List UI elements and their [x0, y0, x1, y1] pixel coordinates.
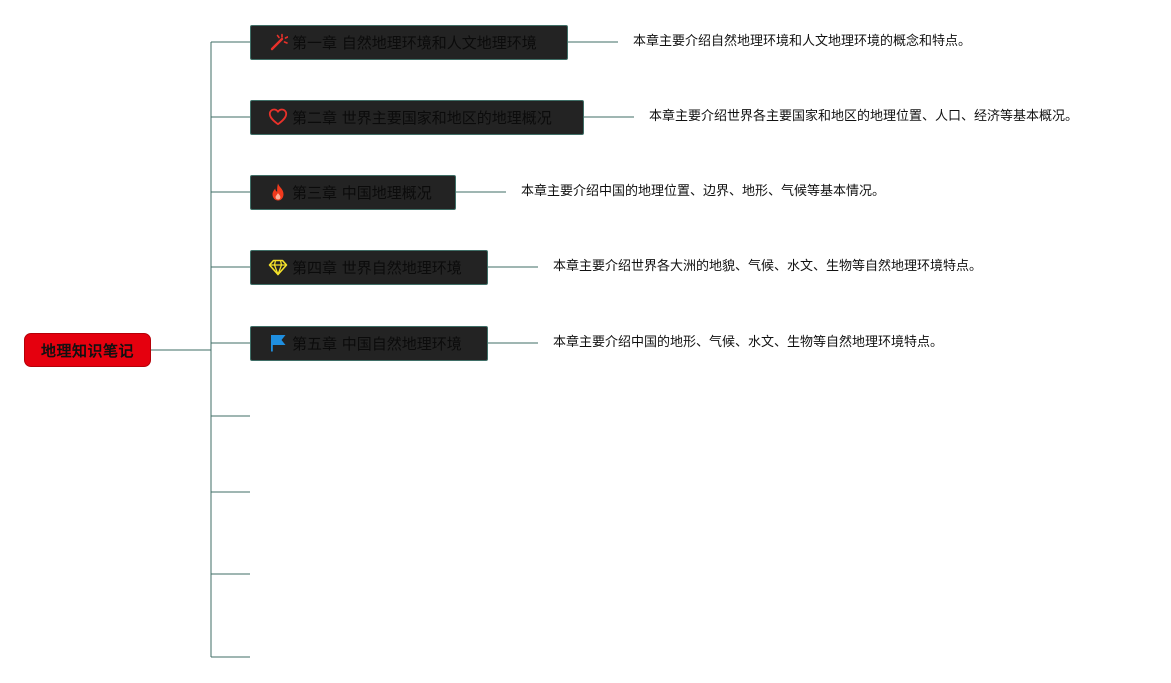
chapter-node-5[interactable]: 第五章 中国自然地理环境: [250, 325, 488, 361]
chapter-title-2: 第二章 世界主要国家和地区的地理概况: [292, 108, 552, 127]
chapter-title-3: 第三章 中国地理概况: [292, 183, 432, 202]
chapter-title-1: 第一章 自然地理环境和人文地理环境: [292, 33, 537, 52]
chapter-node-2[interactable]: 第二章 世界主要国家和地区的地理概况: [250, 99, 584, 135]
heart-icon: [268, 107, 288, 127]
flame-icon: [268, 182, 288, 202]
chapter-node-4[interactable]: 第四章 世界自然地理环境: [250, 249, 488, 285]
chapter-description-3[interactable]: 本章主要介绍中国的地理位置、边界、地形、气候等基本情况。: [521, 184, 886, 199]
chapter-description-1[interactable]: 本章主要介绍自然地理环境和人文地理环境的概念和特点。: [633, 34, 972, 49]
root-topic[interactable]: 地理知识笔记: [24, 333, 151, 367]
flag-icon: [268, 333, 288, 353]
chapter-description-5[interactable]: 本章主要介绍中国的地形、气候、水文、生物等自然地理环境特点。: [553, 335, 944, 350]
chapter-description-4[interactable]: 本章主要介绍世界各大洲的地貌、气候、水文、生物等自然地理环境特点。: [553, 259, 983, 274]
chapter-title-5: 第五章 中国自然地理环境: [292, 334, 462, 353]
chapter-node-3[interactable]: 第三章 中国地理概况: [250, 174, 456, 210]
chapter-title-4: 第四章 世界自然地理环境: [292, 258, 462, 277]
chapter-node-1[interactable]: 第一章 自然地理环境和人文地理环境: [250, 24, 568, 60]
magic-wand-icon: [268, 32, 288, 52]
diamond-icon: [268, 257, 288, 277]
root-topic-label: 地理知识笔记: [40, 341, 134, 360]
chapter-description-2[interactable]: 本章主要介绍世界各主要国家和地区的地理位置、人口、经济等基本概况。: [649, 109, 1079, 124]
